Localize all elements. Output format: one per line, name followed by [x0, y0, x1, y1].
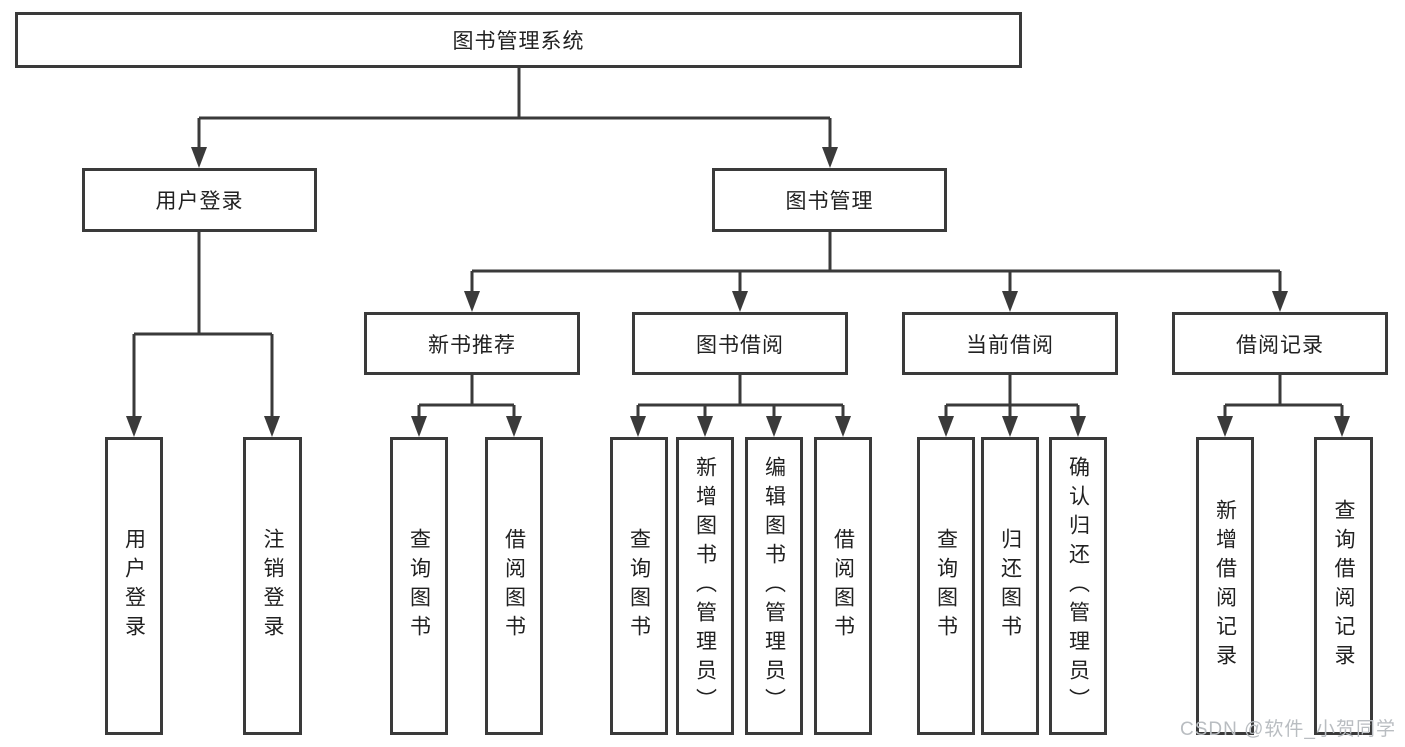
leaf-query-borrow-record: 查询借阅记录: [1314, 437, 1373, 735]
leaf-user-login: 用户登录: [105, 437, 163, 735]
node-user-login-label: 用户登录: [155, 190, 244, 213]
leaf-borrow-book-1: 借阅图书: [485, 437, 543, 735]
leaf-query-book-1-label: 查询图书: [407, 528, 431, 644]
leaf-query-book-2-label: 查询图书: [627, 528, 651, 644]
leaf-query-borrow-record-label: 查询借阅记录: [1332, 499, 1355, 673]
leaf-query-book-2: 查询图书: [610, 437, 668, 735]
leaf-query-book-3: 查询图书: [917, 437, 975, 735]
node-borrow-record-label: 借阅记录: [1236, 333, 1324, 357]
leaf-edit-book-admin: 编辑图书（管理员）: [745, 437, 803, 735]
node-root-label: 图书管理系统: [452, 30, 585, 53]
leaf-query-book-1: 查询图书: [390, 437, 448, 735]
leaf-logout: 注销登录: [243, 437, 302, 735]
leaf-borrow-book-2: 借阅图书: [814, 437, 872, 735]
leaf-query-book-3-label: 查询图书: [934, 528, 958, 644]
node-book-management: 图书管理: [712, 168, 947, 232]
leaf-logout-label: 注销登录: [261, 528, 284, 644]
leaf-add-book-admin-label: 新增图书（管理员）: [693, 455, 717, 717]
csdn-watermark: CSDN @软件_小贺同学: [1180, 719, 1396, 740]
node-book-borrow: 图书借阅: [632, 312, 848, 375]
node-borrow-record: 借阅记录: [1172, 312, 1388, 375]
leaf-edit-book-admin-label: 编辑图书（管理员）: [762, 455, 786, 717]
leaf-confirm-return-admin: 确认归还（管理员）: [1049, 437, 1107, 735]
arrowheads: [126, 147, 1350, 437]
leaf-user-login-label: 用户登录: [122, 528, 146, 644]
node-current-borrow: 当前借阅: [902, 312, 1118, 375]
node-book-management-label: 图书管理: [785, 190, 874, 213]
node-user-login: 用户登录: [82, 168, 317, 232]
leaf-add-borrow-record: 新增借阅记录: [1196, 437, 1254, 735]
leaf-borrow-book-1-label: 借阅图书: [502, 528, 526, 644]
node-current-borrow-label: 当前借阅: [966, 333, 1054, 357]
leaf-return-book-label: 归还图书: [998, 528, 1022, 644]
node-book-borrow-label: 图书借阅: [696, 333, 784, 357]
node-new-book-recommend-label: 新书推荐: [428, 333, 516, 357]
node-root: 图书管理系统: [15, 12, 1022, 68]
leaf-add-borrow-record-label: 新增借阅记录: [1213, 499, 1237, 673]
leaf-confirm-return-admin-label: 确认归还（管理员）: [1066, 455, 1090, 717]
leaf-borrow-book-2-label: 借阅图书: [831, 528, 855, 644]
leaf-return-book: 归还图书: [981, 437, 1039, 735]
node-new-book-recommend: 新书推荐: [364, 312, 580, 375]
leaf-add-book-admin: 新增图书（管理员）: [676, 437, 734, 735]
